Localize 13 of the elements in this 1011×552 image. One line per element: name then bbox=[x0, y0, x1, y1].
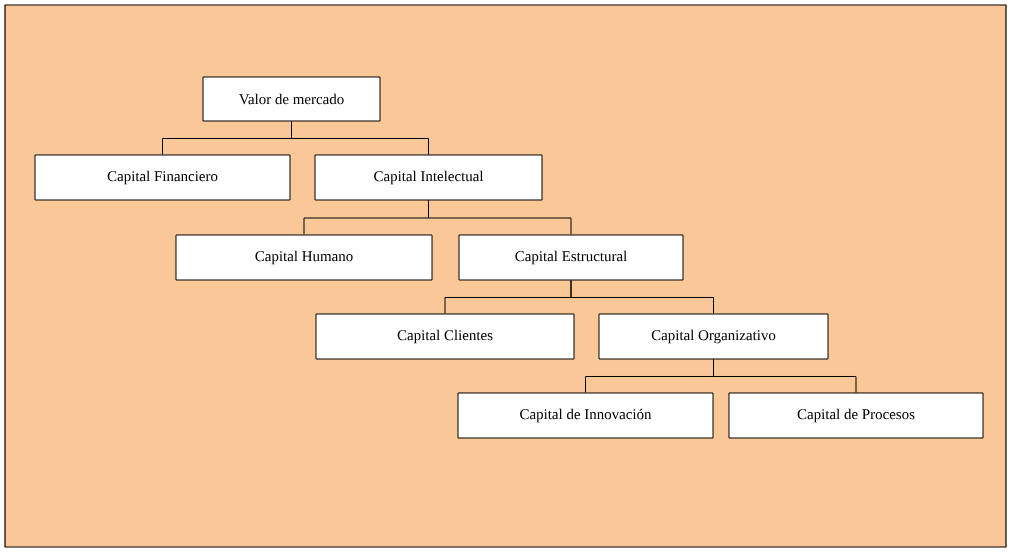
connector bbox=[713, 359, 857, 393]
text-box: Capital de Procesos bbox=[728, 392, 984, 439]
text-box: Valor de mercado bbox=[202, 76, 381, 122]
connector bbox=[428, 200, 572, 235]
text-box: Capital de Innovación bbox=[457, 392, 714, 439]
text-box: Capital Humano bbox=[175, 234, 433, 281]
connector bbox=[291, 121, 429, 155]
text-box: Capital Intelectual bbox=[314, 154, 543, 201]
text-box: Capital Financiero bbox=[34, 154, 291, 201]
text-box: Capital Organizativo bbox=[598, 313, 829, 360]
connector bbox=[570, 280, 714, 314]
text-box: Capital Clientes bbox=[315, 313, 575, 360]
text-box: Capital Estructural bbox=[458, 234, 684, 281]
